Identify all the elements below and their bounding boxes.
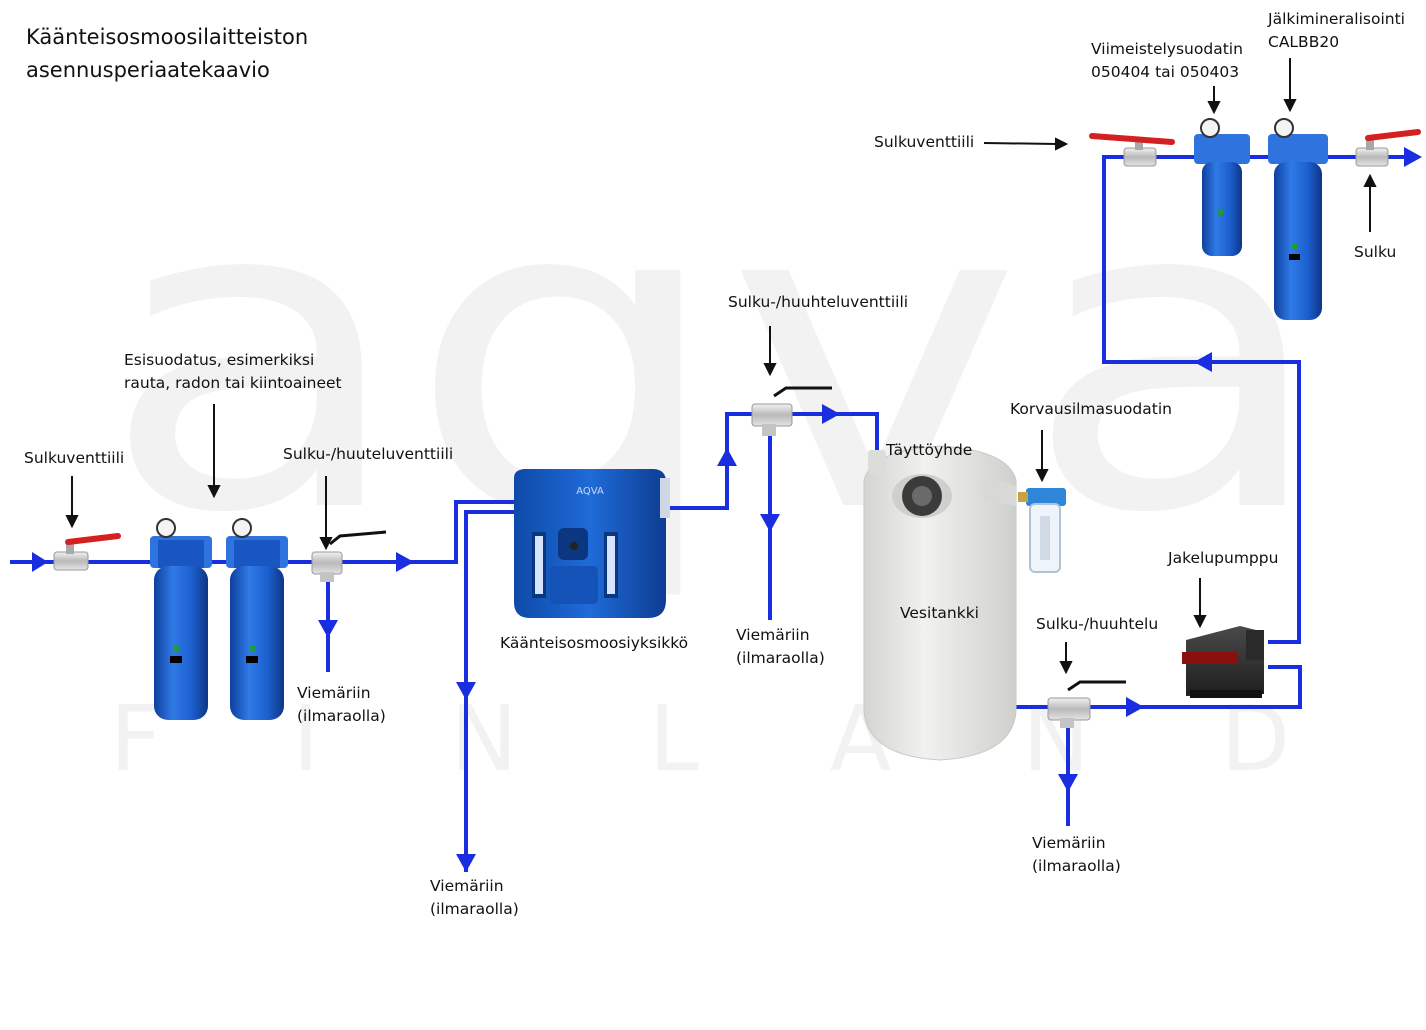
diagram-title: Käänteisosmoosilaitteiston asennusperiaa…	[26, 21, 308, 87]
flow-arrow-ro-reject	[456, 682, 476, 700]
label-finishing-line-1: Viimeistelysuodatin	[1091, 40, 1243, 58]
label-prefilter-line-2: rauta, radon tai kiintoaineet	[124, 374, 342, 392]
vent-filter	[1018, 488, 1066, 573]
watermark-sub: F I N L A N D	[110, 687, 1290, 792]
flow-arrow-to-tank	[822, 404, 840, 424]
flush-valve-2	[751, 386, 832, 436]
flow-arrows	[32, 147, 1422, 872]
label-drain-4-line-1: Viemäriin	[1032, 834, 1106, 852]
flow-arrow-inlet	[32, 552, 48, 572]
flow-arrow-outlet	[1404, 147, 1422, 167]
ro-brand-label: AQVA	[576, 486, 604, 497]
flow-arrow-up	[717, 448, 737, 466]
distribution-pump	[1182, 626, 1264, 698]
label-drain-3: Viemäriin (ilmaraolla)	[736, 624, 825, 670]
label-drain-1-line-2: (ilmaraolla)	[297, 707, 386, 725]
title-line-2: asennusperiaatekaavio	[26, 58, 270, 82]
water-tank	[863, 445, 1017, 761]
inlet-ball-valve	[53, 533, 121, 571]
label-tank: Vesitankki	[900, 604, 979, 622]
flow-arrow-drain-1	[318, 620, 338, 638]
flow-arrow-ro-reject-2	[456, 854, 476, 872]
title-line-1: Käänteisosmoosilaitteiston	[26, 25, 309, 49]
label-finishing-line-2: 050404 tai 050403	[1091, 63, 1240, 81]
flow-arrow-return	[1194, 352, 1212, 372]
label-drain-3-line-2: (ilmaraolla)	[736, 649, 825, 667]
label-flush-valve-1: Sulku-/huuteluventtiili	[283, 445, 454, 463]
label-remineral-line-2: CALBB20	[1268, 33, 1340, 51]
pointer-arrows	[65, 58, 1377, 675]
label-remineral-line-1: Jälkimineralisointi	[1268, 10, 1405, 28]
label-inlet-valve: Sulkuventtiili	[24, 449, 125, 467]
label-drain-2: Viemäriin (ilmaraolla)	[430, 875, 519, 921]
label-end-valve: Sulku	[1354, 243, 1397, 261]
label-drain-3-line-1: Viemäriin	[736, 626, 810, 644]
pipe-to-pump	[1088, 665, 1302, 709]
label-vent-filter: Korvausilmasuodatin	[1010, 400, 1172, 418]
label-finishing-filter: Viimeistelysuodatin 050404 tai 050403	[1091, 38, 1243, 84]
label-remineralization: Jälkimineralisointi CALBB20	[1268, 8, 1405, 54]
label-flush-valve-2: Sulku-/huuhteluventtiili	[728, 293, 909, 311]
label-drain-4-line-2: (ilmaraolla)	[1032, 857, 1121, 875]
watermark-brand: aqva	[100, 107, 1330, 607]
pipe-ro-reject	[464, 510, 514, 872]
label-drain-4: Viemäriin (ilmaraolla)	[1032, 832, 1121, 878]
flow-arrow-to-pump	[1126, 697, 1144, 717]
remineralization-filter	[1268, 118, 1328, 320]
label-flush-3: Sulku-/huuhtelu	[1036, 615, 1159, 633]
label-fill-connection: Täyttöyhde	[886, 441, 973, 459]
label-prefilter-line-1: Esisuodatus, esimerkiksi	[124, 351, 315, 369]
outlet-ball-valve	[1089, 133, 1175, 167]
label-drain-2-line-1: Viemäriin	[430, 877, 504, 895]
prefilter-left	[150, 518, 212, 720]
label-outlet-valve: Sulkuventtiili	[874, 133, 975, 151]
flow-arrow-to-ro	[396, 552, 414, 572]
label-ro-unit: Käänteisosmoosiyksikkö	[500, 634, 689, 652]
label-drain-1: Viemäriin (ilmaraolla)	[297, 682, 386, 728]
label-drain-1-line-1: Viemäriin	[297, 684, 371, 702]
prefilter-right	[226, 518, 288, 720]
ro-unit: AQVA	[514, 469, 670, 618]
label-pump: Jakelupumppu	[1168, 549, 1279, 567]
end-ball-valve	[1355, 129, 1421, 167]
flush-valve-1	[311, 530, 387, 582]
flush-valve-3	[1047, 680, 1126, 728]
flow-arrow-drain-3	[1058, 774, 1078, 792]
flow-arrow-drain-2	[760, 514, 780, 532]
finishing-filter	[1194, 118, 1250, 256]
label-drain-2-line-2: (ilmaraolla)	[430, 900, 519, 918]
label-prefilter: Esisuodatus, esimerkiksi rauta, radon ta…	[124, 349, 342, 395]
